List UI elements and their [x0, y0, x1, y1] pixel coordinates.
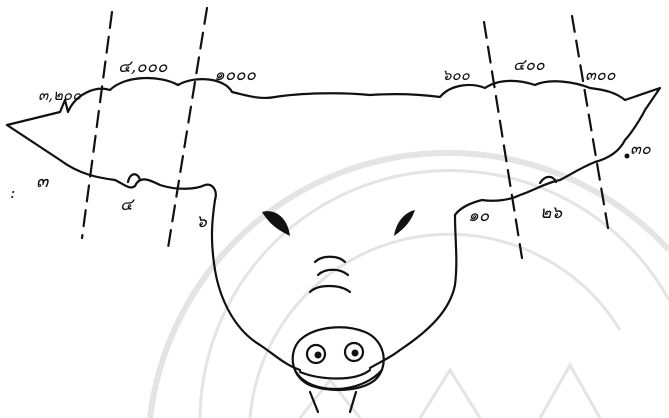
label-left-dot: : [10, 183, 15, 202]
wrinkle-1 [313, 255, 347, 264]
label-bottom-left-mid: ๔ [120, 195, 135, 215]
label-top-right-mid: ๔๐๐ [513, 55, 546, 74]
label-bottom-right-mid: ๒๖ [540, 203, 563, 223]
snout-ring [294, 368, 384, 391]
left-eye [262, 211, 290, 236]
face-outline [210, 198, 458, 372]
right-eye [394, 210, 415, 236]
wrinkle-2 [316, 268, 350, 277]
left-ear-hook [126, 173, 142, 184]
left-nostril [305, 343, 327, 365]
watermark-seal [147, 149, 669, 418]
cut-line-1 [80, 10, 114, 240]
label-top-left-mid: ๔,๐๐๐ [118, 57, 168, 77]
label-top-far-right: ๓๐๐ [585, 65, 617, 84]
label-bottom-left-inner: ๖ [196, 212, 208, 232]
chin [298, 368, 372, 380]
label-top-right-inner: ๖๐๐ [442, 66, 471, 84]
label-bottom-right-inner: ๑๐ [468, 206, 490, 226]
cut-line-2 [166, 6, 209, 250]
label-right-side: ๓๐ [630, 139, 652, 158]
neck-stub [308, 390, 358, 414]
label-bottom-far-left: ๓ [36, 171, 50, 192]
right-ear-hook [538, 175, 558, 185]
wrinkle-3 [308, 284, 352, 294]
left-ear-lower-edge [5, 123, 217, 202]
label-top-left-inner: ๑๐๐๐ [214, 65, 257, 85]
ears-outline [5, 76, 662, 217]
right-nostril [343, 341, 365, 363]
cut-line-4 [570, 14, 610, 230]
cut-line-3 [482, 20, 524, 260]
right-edge-dot [624, 153, 630, 159]
label-top-far-left: ๓,๒๐๐ [38, 86, 82, 104]
